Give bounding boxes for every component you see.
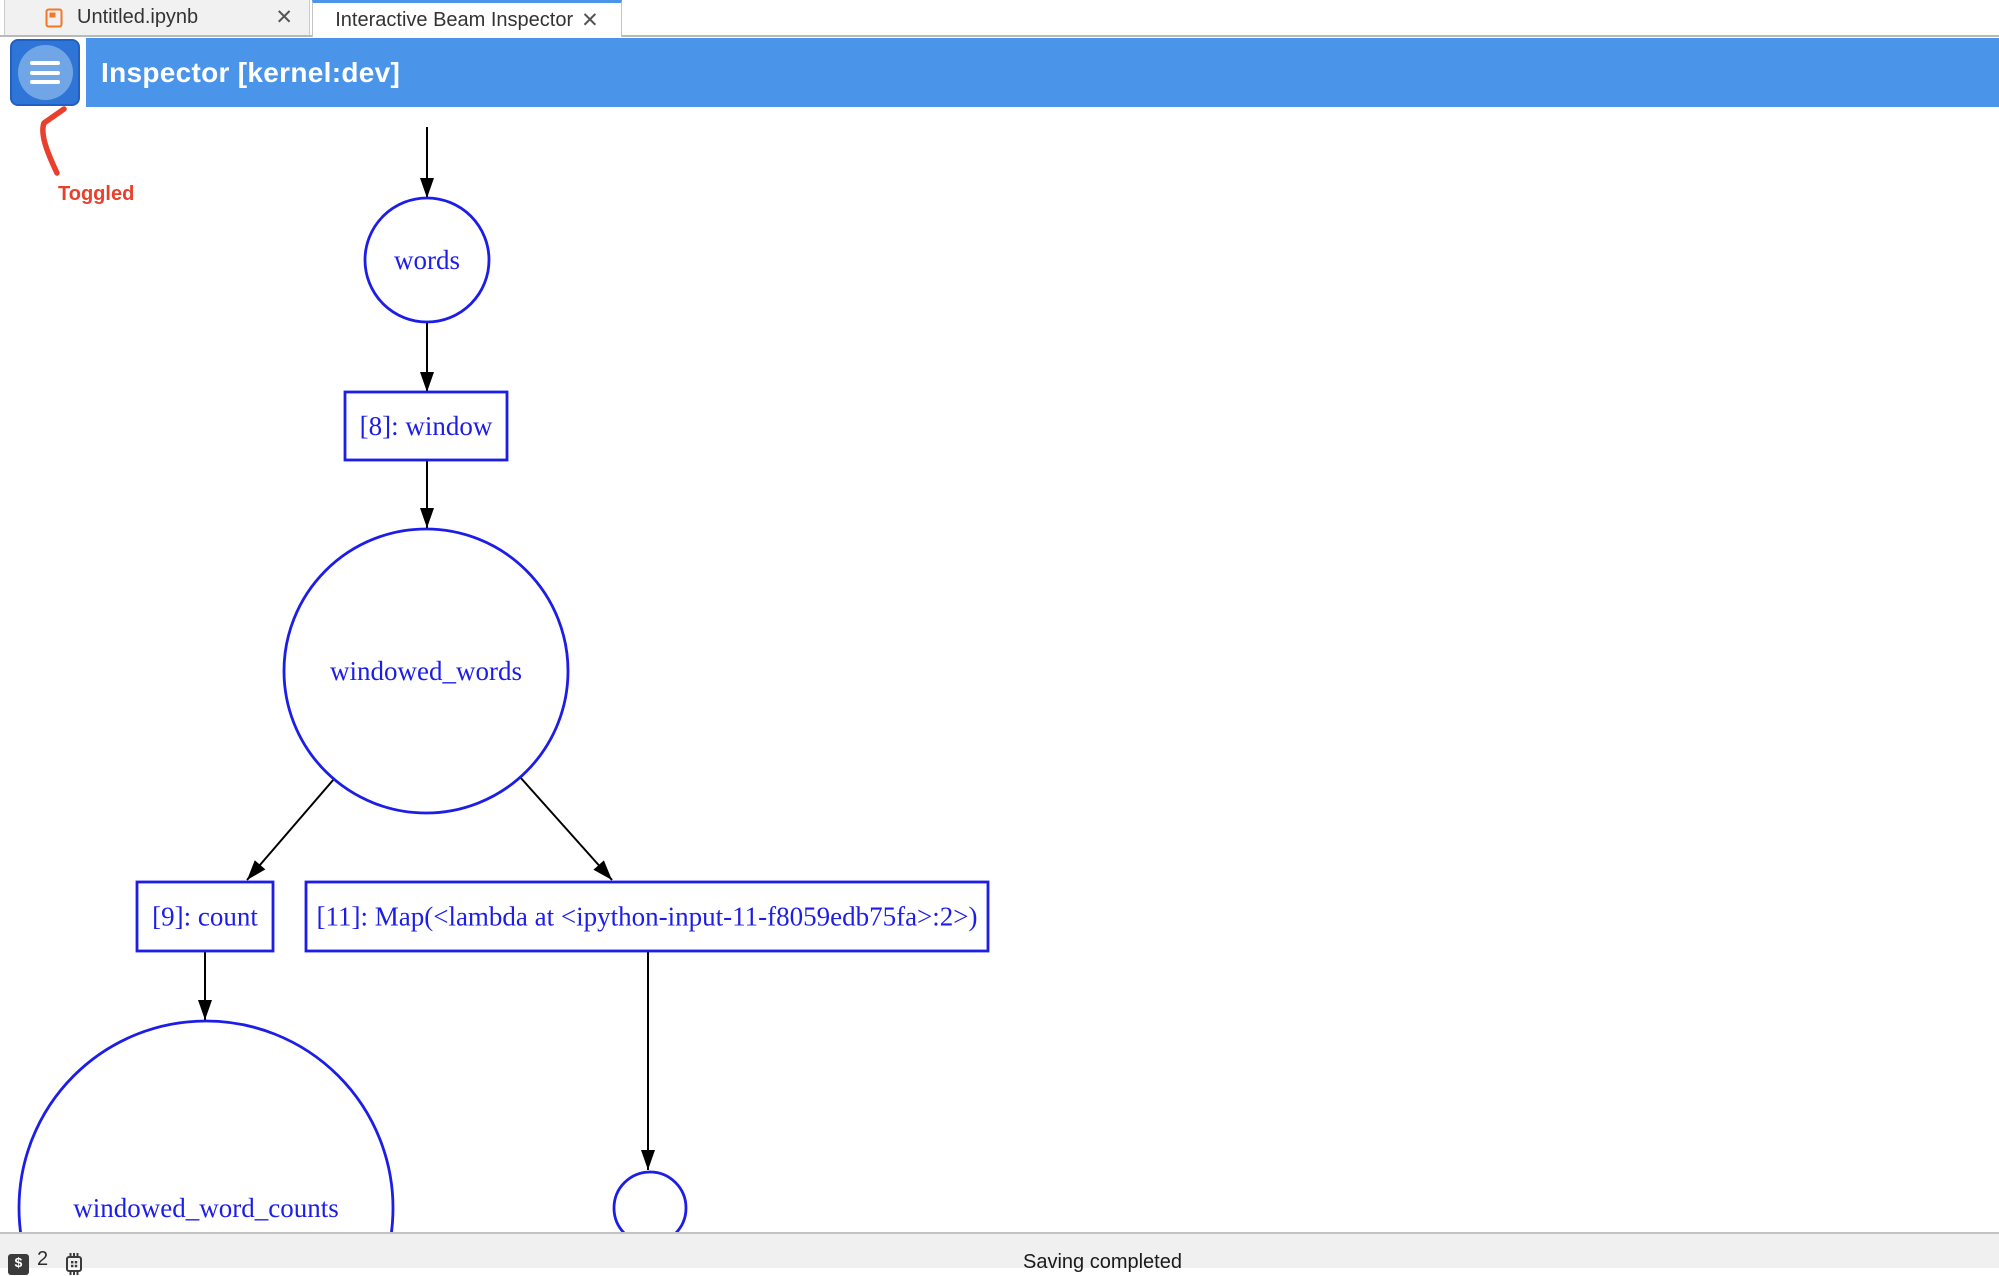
diagram-node-words: words bbox=[363, 196, 491, 324]
diagram-edge-windowed-words-to-map-transform bbox=[519, 776, 613, 881]
svg-text:[11]: Map(<lambda at <ipython-: [11]: Map(<lambda at <ipython-input-11-f… bbox=[317, 902, 978, 932]
diagram-node-window-transform: [8]: window bbox=[343, 390, 509, 462]
close-icon[interactable]: ✕ bbox=[581, 8, 599, 32]
svg-text:[9]: count: [9]: count bbox=[152, 902, 258, 932]
status-message: Saving completed bbox=[1023, 1251, 1182, 1273]
terminal-count[interactable]: 2 bbox=[37, 1248, 49, 1270]
kernel-chip-icon[interactable] bbox=[62, 1252, 86, 1276]
svg-text:windowed_word_counts: windowed_word_counts bbox=[73, 1193, 338, 1223]
diagram-edge-windowed-words-to-count-transform bbox=[246, 778, 335, 881]
terminal-icon[interactable]: $ bbox=[8, 1254, 29, 1275]
diagram-node-windowed-word-counts: windowed_word_counts bbox=[17, 1019, 395, 1268]
diagram-node-count-transform: [9]: count bbox=[135, 880, 275, 953]
tab-label: Interactive Beam Inspector bbox=[335, 8, 574, 31]
hamburger-icon bbox=[17, 45, 73, 100]
annotation-arrow bbox=[40, 106, 67, 176]
tab-untitled-notebook[interactable]: Untitled.ipynb ✕ bbox=[4, 0, 310, 35]
toggle-menu-button[interactable] bbox=[10, 39, 80, 106]
diagram-node-windowed-words: windowed_words bbox=[282, 527, 570, 815]
notebook-icon bbox=[45, 8, 63, 27]
status-bar: $ 2 Saving completed bbox=[0, 1232, 1999, 1275]
svg-text:words: words bbox=[394, 245, 460, 275]
svg-text:[8]: window: [8]: window bbox=[360, 411, 493, 441]
tab-bar: Untitled.ipynb ✕ Interactive Beam Inspec… bbox=[0, 0, 1999, 37]
inspector-title: Inspector [kernel:dev] bbox=[101, 56, 401, 88]
annotation-label: Toggled bbox=[58, 183, 135, 205]
diagram-node-map-transform: [11]: Map(<lambda at <ipython-input-11-f… bbox=[304, 880, 990, 953]
inspector-header: Inspector [kernel:dev] bbox=[86, 38, 1999, 107]
tab-label: Untitled.ipynb bbox=[77, 6, 199, 28]
tab-beam-inspector[interactable]: Interactive Beam Inspector ✕ bbox=[312, 0, 622, 37]
svg-text:windowed_words: windowed_words bbox=[330, 656, 522, 686]
close-icon[interactable]: ✕ bbox=[275, 6, 293, 29]
